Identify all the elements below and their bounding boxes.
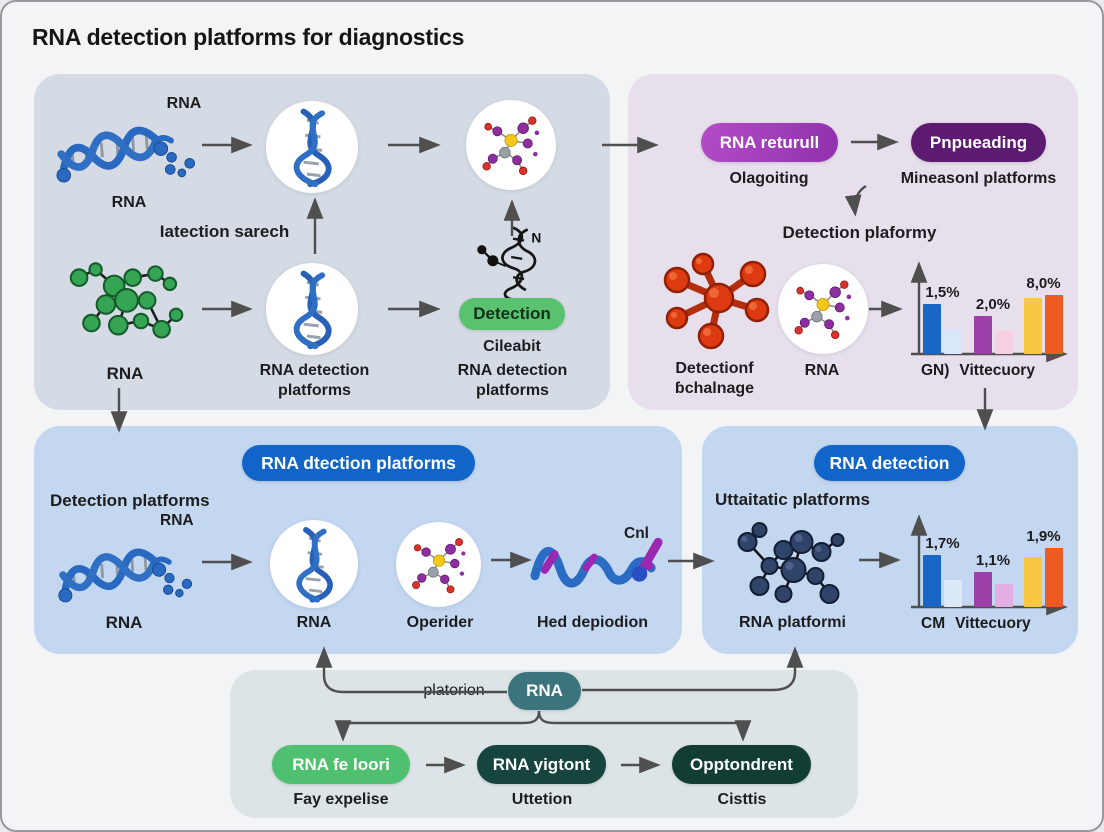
detection-caption: RNA detection platforms xyxy=(435,361,590,401)
red-molecule-icon xyxy=(650,252,792,357)
rna-label: RNA xyxy=(111,194,147,211)
rna-label: RNA xyxy=(804,362,840,379)
bar-value-label: 8,0% xyxy=(1026,275,1061,293)
chart-x-labels: CM Vittecuory xyxy=(921,615,1031,633)
bar xyxy=(994,330,1013,354)
caption-line: platforms xyxy=(278,382,351,399)
green-molecule-icon xyxy=(60,255,190,358)
caption-line: RNA detection xyxy=(259,362,370,379)
rna-label: RNA xyxy=(160,512,194,529)
detection-search-caption: Iatection sarech xyxy=(159,222,290,241)
circle-caption: RNA detection platforms xyxy=(237,361,392,401)
uttetion-caption: Uttetion xyxy=(511,791,573,808)
bar xyxy=(1045,295,1063,354)
pnpueading-button[interactable]: Pnpueading xyxy=(911,123,1046,162)
cisttis-caption: Cisttis xyxy=(717,791,767,808)
x-axis-label: GN) xyxy=(921,362,950,379)
chart-x-labels: GN) Vittecuory xyxy=(921,362,1035,380)
detection-button[interactable]: Detection xyxy=(459,298,565,330)
caption-line: ɓchalnage xyxy=(674,380,755,397)
dna-helix-circle-icon xyxy=(266,263,358,355)
chart-bars: 1,5% 2,0% 8,0% xyxy=(923,275,1063,354)
bar xyxy=(973,315,992,354)
x-axis-label: CM xyxy=(921,615,946,632)
wave-caption: Hed depiodion xyxy=(536,614,649,631)
rna-fe-loori-button[interactable]: RNA fe loori xyxy=(272,745,410,784)
detection-platforms-heading: Detection platforms xyxy=(50,491,210,510)
rna-hub-pill[interactable]: RNA xyxy=(508,672,581,710)
bar-value-label: 1,7% xyxy=(925,534,960,552)
rna-label: RNA xyxy=(166,95,202,112)
x-axis-label: Vittecuory xyxy=(955,615,1031,632)
chart-axes xyxy=(910,514,1068,616)
rna-detection-pill[interactable]: RNA detection xyxy=(814,445,965,481)
navy-molecule-icon xyxy=(724,514,852,619)
detection-platform-heading: Detection plaformy xyxy=(782,223,937,242)
bar-value-label: 1,5% xyxy=(925,283,960,301)
bar xyxy=(923,554,941,607)
rna-platform-caption: RNA platformi xyxy=(739,614,846,631)
rna-returull-button[interactable]: RNA returull xyxy=(701,123,838,162)
rna-detection-platforms-pill[interactable]: RNA dtection platforms xyxy=(242,445,475,481)
bar-value-label: 1,9% xyxy=(1026,527,1061,545)
bar-value-label: 2,0% xyxy=(975,295,1011,313)
bar-group: 8,0% xyxy=(1024,275,1063,354)
rna-label: RNA xyxy=(296,614,332,631)
chart-axes xyxy=(910,261,1068,363)
opptondrent-button[interactable]: Opptondrent xyxy=(672,745,811,784)
bar-value-label: 1,1% xyxy=(975,552,1011,569)
bar-group: 1,5% xyxy=(923,284,962,354)
cileabit-caption: Cileabit xyxy=(483,338,541,355)
bar xyxy=(994,583,1013,607)
olagoiting-caption: Olagoiting xyxy=(729,170,809,187)
rna-yigtont-button[interactable]: RNA yigtont xyxy=(477,745,606,784)
molecule-circle-icon xyxy=(396,522,481,607)
bar xyxy=(973,572,992,607)
mineasonl-caption: Mineasonl platforms xyxy=(900,170,1057,187)
bar xyxy=(1024,298,1042,354)
page-title: RNA detection platforms for diagnostics xyxy=(32,24,465,50)
bar xyxy=(923,303,941,354)
chart-bars: 1,7% 1,1% 1,9% xyxy=(923,528,1063,607)
bar xyxy=(944,580,962,607)
caption-line: platforms xyxy=(476,382,549,399)
bar-group: 1,1% xyxy=(973,537,1013,607)
dna-helix-circle-icon xyxy=(266,101,358,193)
platorion-label: platorion xyxy=(423,682,485,699)
bar-chart-top: 1,5% 2,0% 8,0% GN) Vittecuory xyxy=(903,252,1073,382)
dna-helix-circle-icon xyxy=(270,520,358,608)
molecule-circle-icon xyxy=(466,100,556,190)
bar xyxy=(1045,547,1063,607)
platforms-heading: Uttaitatic platforms xyxy=(715,490,870,509)
rna-label: RNA xyxy=(105,613,143,632)
caption-line: RNA detection xyxy=(457,362,568,379)
molecule-circle-icon xyxy=(778,264,868,354)
bar-group: 1,7% xyxy=(923,534,962,607)
rna-label: RNA xyxy=(106,364,144,383)
cnl-label: Cnl xyxy=(624,525,649,542)
x-axis-label: Vittecuory xyxy=(959,362,1035,379)
dna-sketch-icon: N xyxy=(462,224,554,307)
bar-chart-bottom: 1,7% 1,1% 1,9% CM Vittecuory xyxy=(903,505,1073,635)
bar-group: 2,0% xyxy=(973,284,1013,354)
bar xyxy=(944,328,962,354)
caption-line: Detectionf xyxy=(675,360,754,377)
operider-caption: Operider xyxy=(406,614,474,631)
rna-strand-wave-icon xyxy=(529,526,667,603)
fay-expelise-caption: Fay expelise xyxy=(293,791,389,808)
red-molecule-caption: Detectionf ɓchalnage xyxy=(642,359,787,399)
bar xyxy=(1024,556,1042,607)
n-label: N xyxy=(531,230,541,245)
bar-group: 1,9% xyxy=(1024,528,1063,607)
